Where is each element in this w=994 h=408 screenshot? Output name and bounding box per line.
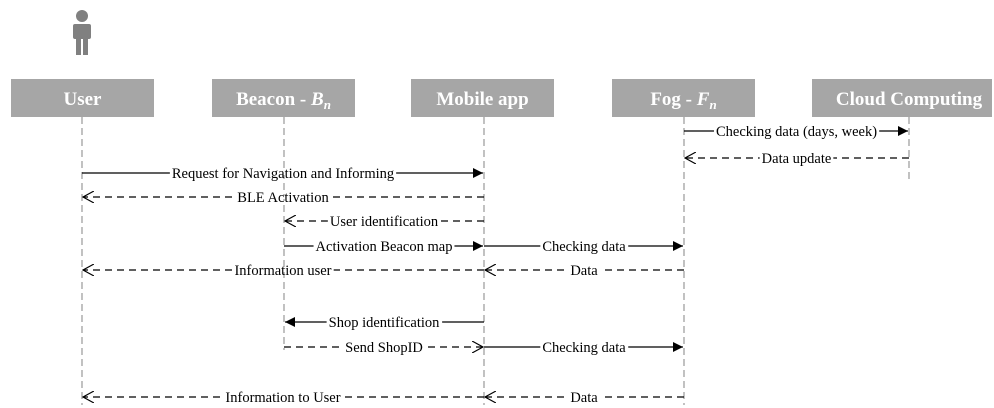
lifeline-header-user: User: [11, 79, 154, 117]
message-11: Send ShopID: [284, 340, 483, 356]
lifeline-label-cloud: Cloud Computing: [836, 89, 983, 110]
lifeline-header-mobile: Mobile app: [411, 79, 554, 117]
message-label-7: Checking data: [542, 239, 626, 255]
message-14: Data: [485, 390, 684, 406]
message-8: Information user: [83, 263, 484, 279]
message-label-14: Data: [570, 390, 598, 406]
message-label-bg-5: [327, 219, 441, 223]
message-label-2: Data update: [762, 151, 832, 167]
message-label-6: Activation Beacon map: [316, 239, 453, 255]
message-label-bg-11: [343, 345, 425, 349]
message-label-bg-12: [540, 345, 629, 349]
message-label-10: Shop identification: [329, 315, 440, 331]
message-label-12: Checking data: [542, 340, 626, 356]
message-10: Shop identification: [285, 315, 484, 331]
message-13: Information to User: [83, 390, 484, 406]
message-label-3: Request for Navigation and Informing: [172, 166, 394, 182]
message-label-bg-14: [568, 395, 601, 399]
message-label-bg-9: [568, 268, 601, 272]
message-2: Data update: [685, 151, 909, 167]
message-label-9: Data: [570, 263, 598, 279]
message-label-bg-2: [759, 156, 834, 160]
message-7: Checking data: [484, 239, 683, 255]
message-4: BLE Activation: [83, 190, 484, 206]
lifeline-header-fog: Fog - Fn: [612, 79, 755, 117]
message-label-bg-1: [713, 129, 880, 133]
message-label-bg-6: [313, 244, 455, 248]
message-label-5: User identification: [330, 214, 439, 230]
lifeline-label-mobile: Mobile app: [436, 89, 528, 110]
svg-text:Beacon - Bn: Beacon - Bn: [236, 89, 331, 112]
person-icon: [73, 10, 91, 55]
message-label-bg-8: [232, 268, 334, 272]
message-1: Checking data (days, week): [684, 124, 908, 140]
message-label-13: Information to User: [225, 390, 340, 406]
lifeline-label-beacon-sub: n: [324, 97, 331, 112]
message-label-11: Send ShopID: [345, 340, 423, 356]
message-label-1: Checking data (days, week): [716, 124, 877, 140]
lifeline-label-user: User: [64, 89, 103, 110]
message-label-bg-10: [326, 320, 443, 324]
message-9: Data: [485, 263, 684, 279]
message-label-bg-13: [223, 395, 343, 399]
lifeline-label-beacon: Beacon -: [236, 89, 311, 110]
message-label-bg-4: [235, 195, 332, 199]
lifeline-label-fog: Fog -: [650, 89, 696, 110]
svg-text:Fog - Fn: Fog - Fn: [650, 89, 716, 112]
lifeline-header-cloud: Cloud Computing: [812, 79, 992, 117]
message-label-bg-3: [169, 171, 397, 175]
message-12: Checking data: [484, 340, 683, 356]
lifeline-label-fog-sub: n: [709, 97, 716, 112]
message-group: Checking data (days, week) Data updateReq…: [82, 124, 909, 406]
message-label-8: Information user: [234, 263, 331, 279]
message-6: Activation Beacon map: [284, 239, 483, 255]
message-3: Request for Navigation and Informing: [82, 166, 483, 182]
lifeline-label-fog-italic: F: [696, 89, 710, 110]
lifeline-label-beacon-italic: B: [310, 89, 324, 110]
message-label-4: BLE Activation: [237, 190, 329, 206]
message-5: User identification: [285, 214, 484, 230]
lifeline-header-beacon: Beacon - Bn: [212, 79, 355, 117]
message-label-bg-7: [540, 244, 629, 248]
